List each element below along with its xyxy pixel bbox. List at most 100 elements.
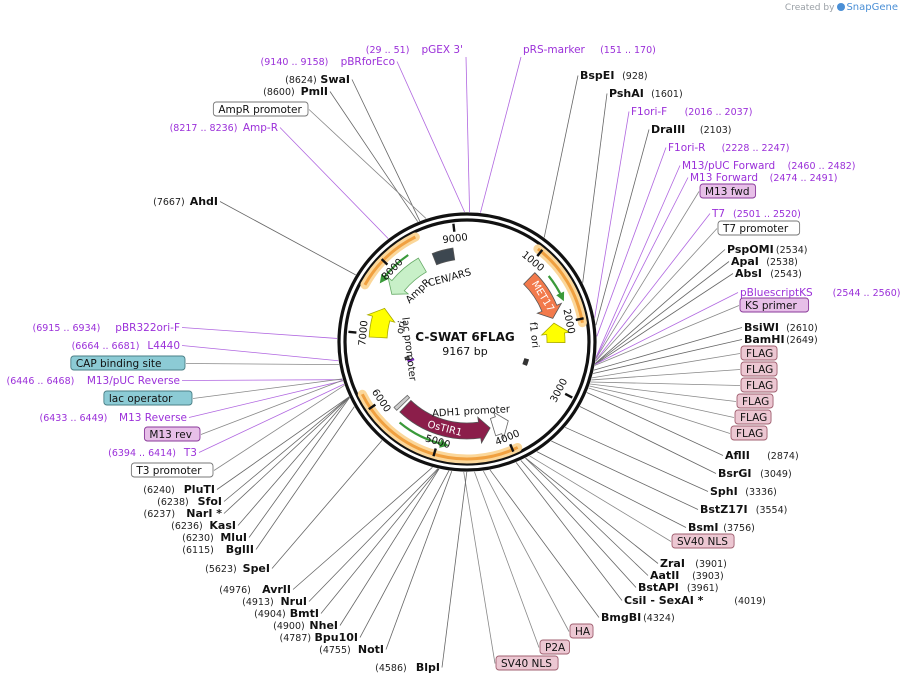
label-t7: T7(2501 .. 2520): [711, 208, 801, 220]
leader-line: [385, 470, 453, 650]
leader-line: [536, 451, 687, 528]
box-label: M13 rev: [149, 429, 192, 441]
label-mlui: MluI (6230): [182, 531, 247, 544]
tick-mark: [509, 443, 515, 453]
leader-line: [588, 387, 731, 434]
primer-name: pBluescriptKS: [740, 287, 813, 299]
primer-range: (29 .. 51): [366, 45, 410, 56]
tick-mark: [536, 249, 544, 257]
enzyme-position: (3049): [760, 469, 792, 480]
leader-line: [593, 339, 743, 374]
label-t3: T3(6394 .. 6414): [108, 447, 197, 459]
label-box: [740, 361, 778, 377]
leader-line: [551, 440, 699, 510]
enzyme-position: (3901): [695, 559, 727, 570]
plasmid-name: C-SWAT 6FLAG: [415, 330, 514, 344]
enzyme-name: AatII: [650, 569, 679, 582]
tick-mark: [368, 403, 377, 411]
primer-range: (8217 .. 8236): [170, 123, 238, 134]
label-box: [143, 426, 201, 442]
enzyme-position: (2874): [767, 451, 799, 462]
box-label: lac operator: [109, 393, 173, 405]
flag-segment: [522, 362, 528, 366]
enzyme-name: DraIII: [651, 123, 685, 136]
ostir1-direction-arrow: [398, 421, 449, 448]
label-cap-binding-site: CAP binding site: [70, 355, 186, 371]
enzyme-position: (4900): [273, 621, 305, 632]
enzyme-name: SphI: [710, 485, 738, 498]
label-pbr322ori-f: pBR322ori-F(6915 .. 6934): [33, 322, 180, 334]
enzyme-position: (3336): [745, 487, 777, 498]
label-sfoi: SfoI(6238): [157, 495, 222, 508]
enzyme-name: CsiI - SexAI *: [624, 594, 704, 607]
label-kasi: KasI(6236): [171, 519, 236, 532]
enzyme-name: BsmI: [688, 521, 719, 534]
label-box: [130, 462, 214, 478]
label-noti: NotI(4755): [319, 643, 384, 656]
label-sphi: SphI (3336): [710, 485, 777, 498]
label-f1ori-r: F1ori-R(2228 .. 2247): [668, 142, 789, 154]
credit-brand: SnapGene: [846, 2, 898, 13]
primer-range: (2544 .. 2560): [833, 288, 901, 299]
enzyme-name: NarI *: [186, 507, 222, 520]
leader-line: [308, 109, 427, 219]
primer-name: pBRforEco: [341, 56, 395, 68]
tick-mark: [380, 258, 389, 266]
enzyme-position: (4913): [242, 597, 274, 608]
enzyme-position: (8624): [285, 75, 317, 86]
primer-range: (2228 .. 2247): [722, 143, 790, 154]
enzyme-position: (6230): [182, 533, 214, 544]
label-box: [70, 355, 186, 371]
enzyme-position: (6115): [182, 545, 214, 556]
leader-line: [192, 378, 343, 399]
leader-line: [223, 396, 350, 502]
enzyme-position: (4787): [279, 633, 311, 644]
leader-line: [216, 396, 350, 490]
primer-range: (151 .. 170): [600, 45, 656, 56]
label-pluti: PluTI(6240): [143, 483, 215, 496]
label-aatii: AatII(3903): [650, 569, 724, 582]
label-ha: HA: [569, 623, 594, 639]
primer-name: pRS-marker: [523, 44, 586, 56]
label-lac-operator: lac operator: [103, 390, 193, 406]
enzyme-position: (2610): [786, 323, 818, 334]
leader-line: [279, 127, 389, 239]
leader-line: [181, 327, 338, 339]
box-label: KS primer: [745, 300, 797, 312]
leader-line: [271, 440, 383, 569]
leader-line: [219, 201, 356, 276]
label-m13-puc-reverse: M13/pUC Reverse(6446 .. 6468): [6, 375, 180, 387]
box-label: T3 promoter: [135, 465, 202, 477]
enzyme-name: BmtI: [290, 607, 319, 620]
leader-line: [292, 467, 433, 590]
tick-label: 2000: [560, 308, 576, 335]
enzyme-position: (3554): [756, 505, 788, 516]
leader-line: [525, 457, 659, 564]
box-label: M13 fwd: [705, 186, 750, 198]
enzyme-name: PluTI: [184, 483, 215, 496]
label-bstapi: BstAPI(3961): [638, 581, 719, 594]
enzyme-name: PmlI: [301, 85, 328, 98]
enzyme-position: (8600): [263, 87, 295, 98]
enzyme-name: NruI: [280, 595, 307, 608]
leader-line: [474, 471, 540, 648]
leader-line: [594, 305, 740, 366]
label-pshai: PshAI(1601): [609, 87, 683, 100]
label-flag: FLAG: [740, 377, 778, 393]
label-zrai: ZraI(3901): [660, 557, 727, 570]
ampr-orf-arc: [363, 235, 417, 286]
enzyme-name: MluI: [220, 531, 247, 544]
label-bmgbi: BmgBI(4324): [601, 611, 675, 624]
label-box: [734, 409, 772, 425]
ostir1-orf-arc: [360, 393, 519, 461]
label-spei: SpeI(5623): [205, 562, 270, 575]
enzyme-position: (4019): [734, 596, 766, 607]
primer-range: (2474 .. 2491): [770, 173, 838, 184]
enzyme-name: BsiWI: [744, 321, 779, 334]
box-label: P2A: [545, 642, 566, 654]
leader-line: [564, 426, 709, 492]
ostir1-feature: [399, 399, 491, 445]
label-box: [539, 639, 570, 655]
label-flag: FLAG: [730, 425, 768, 441]
